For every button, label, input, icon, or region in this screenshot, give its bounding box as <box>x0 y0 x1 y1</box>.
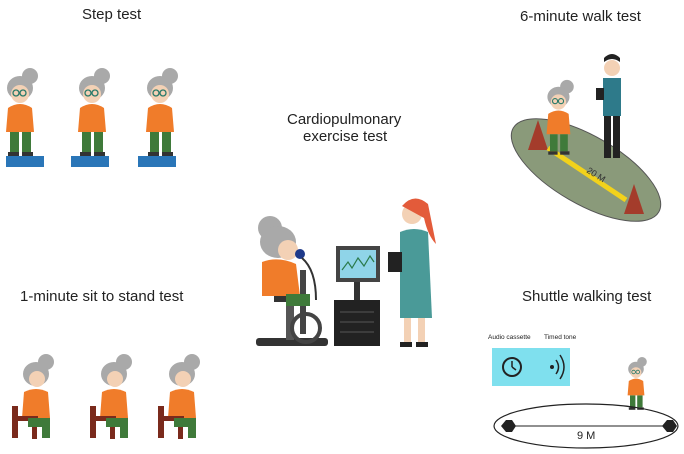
audio-cassette-label: Audio cassette <box>488 334 531 341</box>
cone-marker <box>662 420 677 432</box>
cone-icon <box>528 120 548 150</box>
sit-to-stand-title: 1-minute sit to stand test <box>20 288 184 305</box>
cassette-box <box>492 348 570 386</box>
cpet-title-line1: Cardiopulmonary <box>287 111 402 128</box>
step-block <box>6 156 44 167</box>
cpet-figure <box>256 198 436 347</box>
cpet-title-line2: exercise test <box>303 128 388 145</box>
clipboard-icon <box>388 252 402 272</box>
six-minute-walk-title: 6-minute walk test <box>520 8 641 25</box>
sit-to-stand-figures <box>12 354 200 439</box>
cone-icon <box>624 184 644 214</box>
clock-icon <box>502 357 522 377</box>
step-block <box>71 156 109 167</box>
shuttle-track <box>493 403 679 449</box>
shuttle-distance-label: 9 M <box>577 430 595 442</box>
cpet-cart <box>334 300 380 346</box>
shuttle-title: Shuttle walking test <box>522 288 652 305</box>
cone-marker <box>501 420 516 432</box>
shuttle-figure: 9 M <box>492 348 679 449</box>
speaker-icon <box>550 365 554 369</box>
step-test-title: Step test <box>82 6 142 23</box>
six-minute-walk-figure: 20 M <box>510 54 662 222</box>
step-block <box>138 156 176 167</box>
timed-tone-label: Timed tone <box>544 334 577 341</box>
step-test-figures <box>5 67 179 167</box>
